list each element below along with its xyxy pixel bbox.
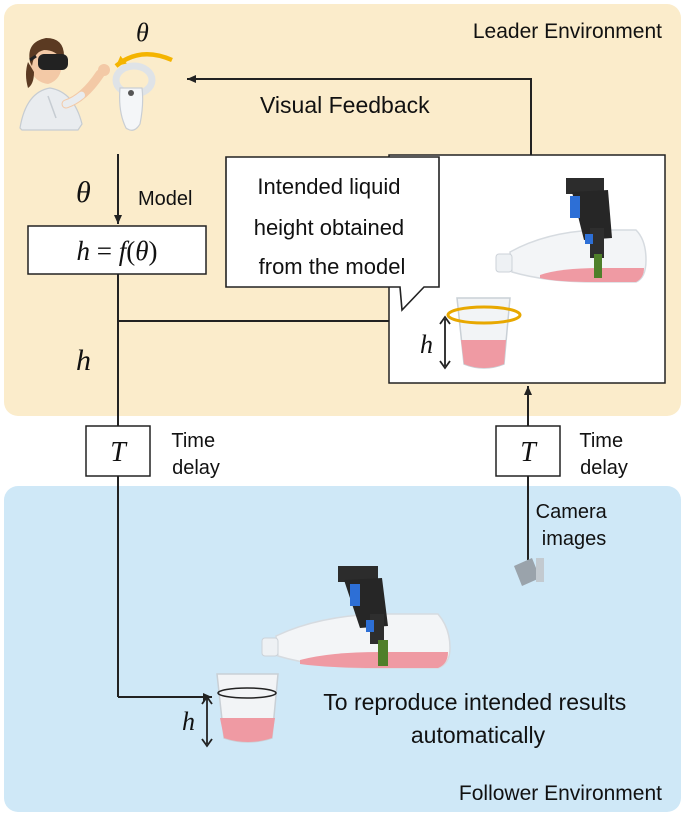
eq-h: h bbox=[76, 236, 90, 266]
reproduce-text: To reproduce intended results automatica… bbox=[323, 689, 632, 748]
vr-operator-figure bbox=[19, 38, 110, 131]
display-cup-icon bbox=[456, 297, 511, 369]
eq-theta: θ bbox=[135, 236, 148, 266]
display-robot-gripper-icon bbox=[566, 178, 612, 278]
follower-robot-gripper-icon bbox=[338, 566, 388, 666]
visual-feedback-arrow bbox=[187, 75, 532, 155]
eq-paren-open: ( bbox=[126, 236, 135, 266]
follower-environment-label: Follower Environment bbox=[459, 782, 662, 805]
model-equation: h = f(θ) bbox=[76, 236, 157, 266]
camera-icon bbox=[514, 558, 544, 586]
left-delay-line-2: delay bbox=[172, 457, 220, 479]
camera-line-1: Camera bbox=[536, 501, 608, 523]
leader-environment-label: Leader Environment bbox=[473, 20, 662, 43]
left-delay-symbol: T bbox=[110, 437, 128, 468]
right-delay-symbol: T bbox=[520, 437, 538, 468]
follower-cup-icon bbox=[216, 673, 279, 743]
callout-bubble bbox=[225, 156, 440, 312]
callout-line-2: height obtained bbox=[254, 215, 404, 240]
reproduce-line-2: automatically bbox=[411, 722, 546, 748]
display-bottle-icon bbox=[495, 229, 647, 283]
model-label: Model bbox=[138, 188, 192, 210]
target-height-ring bbox=[446, 305, 522, 325]
reproduce-line-1: To reproduce intended results bbox=[323, 689, 626, 715]
eq-paren-close: ) bbox=[149, 236, 158, 266]
display-height-arrowheads bbox=[439, 315, 451, 370]
follower-bottle-icon bbox=[261, 613, 451, 669]
right-delay-line-2: delay bbox=[580, 457, 628, 479]
callout-line-3: from the model bbox=[259, 254, 406, 279]
camera-line-2: images bbox=[542, 528, 606, 550]
visual-feedback-label: Visual Feedback bbox=[260, 92, 430, 118]
eq-equals: = bbox=[90, 236, 119, 266]
theta-input-symbol: θ bbox=[136, 18, 149, 47]
h-signal-symbol: h bbox=[76, 344, 91, 377]
right-delay-label: Time delay bbox=[579, 430, 628, 479]
vr-controller-icon bbox=[112, 62, 156, 131]
display-h-symbol: h bbox=[420, 330, 433, 359]
camera-label: Camera images bbox=[536, 501, 613, 550]
left-delay-line-1: Time bbox=[171, 430, 215, 452]
left-delay-box bbox=[85, 425, 151, 477]
follower-h-symbol: h bbox=[182, 707, 195, 736]
eq-f: f bbox=[119, 236, 130, 266]
follower-height-ring bbox=[217, 687, 277, 699]
callout-line-1: Intended liquid bbox=[257, 174, 400, 199]
follower-height-arrowheads bbox=[201, 695, 213, 748]
left-delay-label: Time delay bbox=[171, 430, 220, 479]
rotation-arrow bbox=[114, 52, 173, 68]
callout-text: Intended liquid height obtained from the… bbox=[254, 174, 411, 279]
theta-symbol: θ bbox=[76, 176, 91, 209]
right-delay-line-1: Time bbox=[579, 430, 623, 452]
